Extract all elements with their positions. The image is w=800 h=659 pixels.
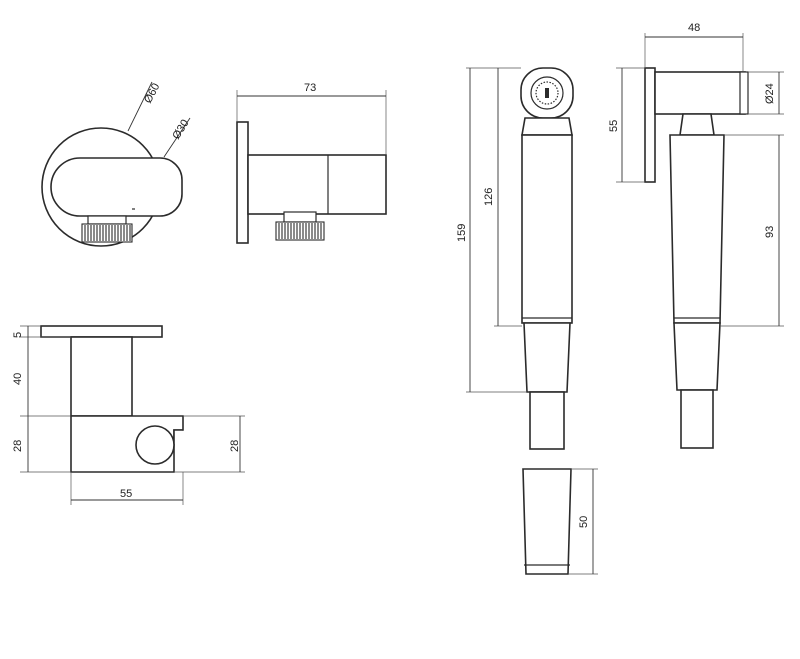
elbow-outer-dia-leader [127,81,153,132]
elbow-side-nut [283,211,317,223]
holder-width-label: 55 [120,488,132,500]
spray-side-handle [669,134,725,324]
spray-neck [521,117,573,136]
spray-side-handle-len-label: 93 [764,226,776,238]
spray-nozzle-slot [545,88,549,98]
spray-side-arm [654,71,746,115]
spray-head-ring [530,76,564,110]
elbow-front-view: Ø60 Ø30 [41,81,192,247]
spray-front-view: 159 126 [456,67,574,450]
cap-h-label: 50 [578,516,590,528]
spray-nozzle-holes [535,81,559,105]
spray-side-plate [644,67,656,183]
elbow-side-view: 73 [236,82,387,244]
holder-top-plate [40,325,163,338]
holder-view: 5 40 28 28 55 [12,325,245,505]
holder-clip-h-left-label: 28 [12,440,24,452]
elbow-outer-dia-label: Ø60 [142,81,162,105]
spray-nozzle-dia-label: Ø24 [764,83,776,104]
spray-hose-taper [523,322,571,393]
holder-clip-h-right-label: 28 [229,440,241,452]
elbow-side-thread [275,221,325,241]
holder-clip-cradle [135,425,183,465]
elbow-nut [87,215,127,225]
holder-plate-thk-label: 5 [12,332,24,338]
spray-side-hose [680,389,714,449]
elbow-inner-oval [50,157,183,217]
holder-stem-h-label: 40 [12,373,24,385]
elbow-length-label: 73 [304,82,316,94]
spray-side-view: 48 Ø24 55 93 [608,22,784,449]
spray-handle-len-label: 126 [483,188,495,206]
spray-side-nozzle [739,71,749,115]
spray-side-width-label: 48 [688,22,700,34]
elbow-body [247,154,387,215]
spray-base-h-label: 55 [608,120,620,132]
cap-view: 50 [522,468,598,575]
spray-side-neck [679,113,715,136]
elbow-thread [81,223,133,243]
holder-stem [70,336,133,417]
elbow-inner-dia-leader [163,117,191,158]
spray-side-taper [673,322,721,391]
elbow-wall-plate [236,121,249,244]
spray-hose [529,391,565,450]
spray-total-len-label: 159 [456,224,468,242]
cap-body [522,468,572,575]
spray-handle [521,134,573,324]
